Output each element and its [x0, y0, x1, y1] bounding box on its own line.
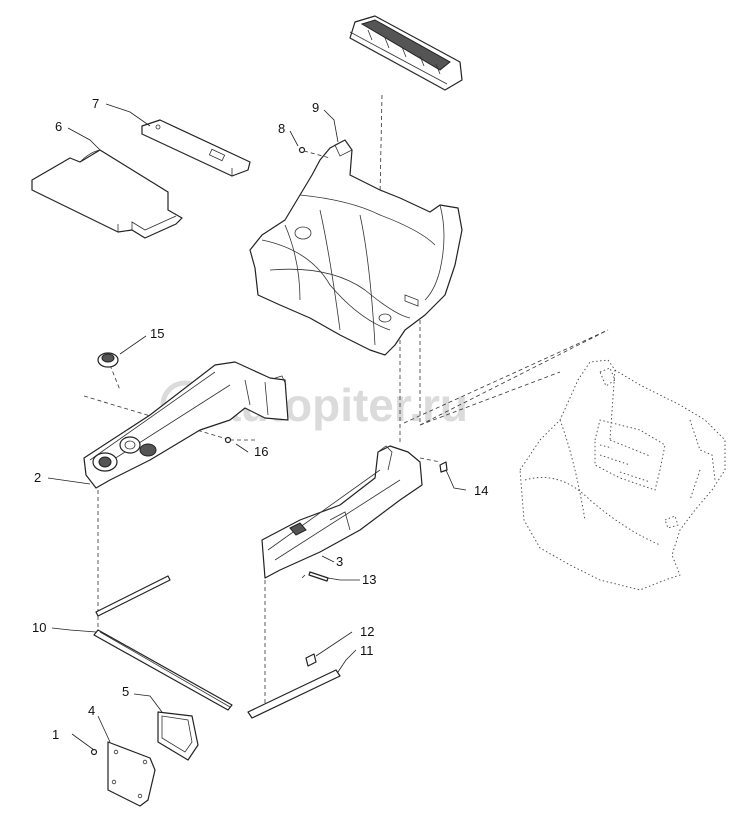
part-3-right-duct — [261, 445, 423, 579]
callout-8: 8 — [278, 121, 285, 136]
callout-labels: 1 2 3 4 5 6 7 8 9 10 11 12 13 14 15 16 — [32, 96, 488, 742]
callout-6: 6 — [55, 119, 62, 134]
part-13-pin — [308, 571, 329, 582]
alignment-lines — [83, 94, 609, 710]
part-1-screw — [90, 748, 98, 756]
part-7-plate — [141, 119, 251, 177]
part-9-rear-panel — [249, 139, 463, 356]
callout-2: 2 — [34, 470, 41, 485]
callout-16: 16 — [254, 444, 268, 459]
callout-10: 10 — [32, 620, 46, 635]
part-15-grommet — [97, 352, 119, 368]
part-16-fastener — [224, 436, 232, 444]
part-4-cover-plate — [107, 741, 156, 807]
callout-5: 5 — [122, 684, 129, 699]
callout-7: 7 — [92, 96, 99, 111]
callout-3: 3 — [336, 554, 343, 569]
callout-14: 14 — [474, 483, 488, 498]
callout-1: 1 — [52, 727, 59, 742]
callout-4: 4 — [88, 703, 95, 718]
callout-15: 15 — [150, 326, 164, 341]
part-8-screw — [298, 146, 331, 159]
part-11-strip — [247, 669, 341, 719]
callout-12: 12 — [360, 624, 374, 639]
part-5-gasket — [157, 711, 199, 761]
part-14-clip — [439, 461, 448, 473]
assembled-view-phantom — [519, 359, 726, 591]
part-grille — [349, 15, 463, 91]
leader-lines — [47, 103, 467, 751]
part-2-left-duct — [83, 361, 289, 489]
part-10-strip — [93, 575, 233, 711]
callout-11: 11 — [360, 643, 374, 658]
callout-13: 13 — [362, 572, 376, 587]
part-6-mat — [31, 149, 183, 239]
part-12-clip — [305, 653, 317, 667]
callout-9: 9 — [312, 100, 319, 115]
